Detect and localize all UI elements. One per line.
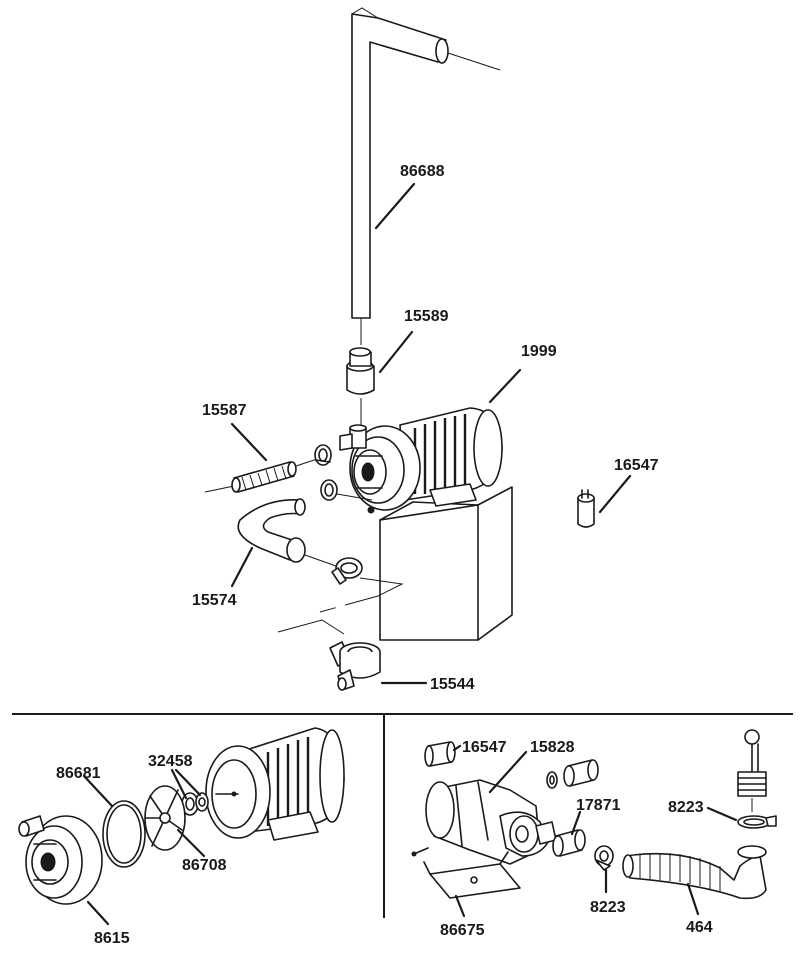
motor-assembly: [205, 727, 345, 841]
drain-fitting-15544: [329, 641, 381, 691]
label-86681: 86681: [56, 765, 101, 782]
clamp-upper: [314, 444, 332, 466]
clamp-8223-bottom: [594, 845, 614, 871]
ring-top: [546, 771, 558, 789]
leader-lines-left: [82, 768, 206, 926]
label-86708: 86708: [182, 857, 227, 874]
label-15589: 15589: [404, 308, 449, 325]
label-15544: 15544: [430, 676, 475, 693]
label-16547-inset: 16547: [462, 739, 507, 756]
pump-casing-8615: [18, 815, 103, 905]
impeller-86708: [144, 785, 186, 851]
label-16547: 16547: [614, 457, 659, 474]
label-86675: 86675: [440, 922, 485, 939]
label-1999: 1999: [521, 343, 557, 360]
leader-lines-right: [452, 744, 738, 918]
label-464: 464: [686, 919, 713, 936]
label-15828: 15828: [530, 739, 575, 756]
clamp-middle: [320, 479, 373, 501]
curved-hose-15574: [237, 498, 337, 567]
label-8615: 8615: [94, 930, 130, 947]
label-86688: 86688: [400, 163, 445, 180]
standpipe-86688: [351, 7, 501, 345]
drain-pump-15828: [425, 779, 557, 865]
hose-464: [622, 845, 767, 900]
standpipe-kit: [737, 729, 767, 812]
sleeve-15589: [346, 347, 375, 428]
label-8223-bottom: 8223: [590, 899, 626, 916]
label-8223-top: 8223: [668, 799, 704, 816]
sleeve-17871: [552, 829, 586, 857]
label-15587: 15587: [202, 402, 247, 419]
bracket-86675: [411, 847, 521, 899]
label-15574: 15574: [192, 592, 237, 609]
sleeve-top: [563, 759, 599, 787]
capacitor-16547: [577, 489, 595, 528]
routing-lines: [277, 577, 404, 635]
clamp-lower: [331, 557, 363, 585]
label-17871: 17871: [576, 797, 621, 814]
pump-motor-1999: [339, 407, 513, 641]
leader-lines-main: [230, 182, 632, 685]
oring-86681: [102, 800, 146, 868]
label-32458: 32458: [148, 753, 193, 770]
spring-hose-15587: [204, 459, 315, 493]
capacitor-16547-inset: [424, 741, 456, 767]
clamp-8223-top: [737, 815, 777, 829]
